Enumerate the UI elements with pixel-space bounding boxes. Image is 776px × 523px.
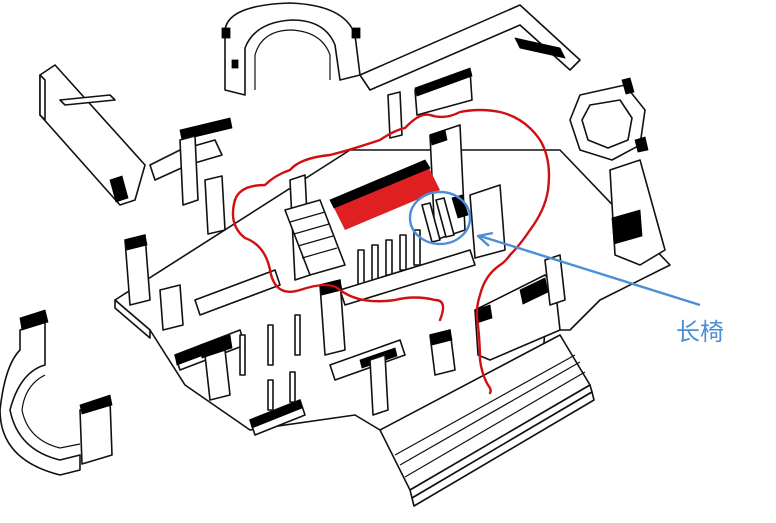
staircase bbox=[284, 199, 346, 276]
callout bbox=[408, 190, 701, 307]
colonnade bbox=[339, 229, 476, 306]
right-lower-walls bbox=[474, 254, 566, 361]
highlighted-wall bbox=[330, 160, 440, 230]
post bbox=[357, 249, 365, 286]
circle-outline-icon bbox=[408, 190, 472, 246]
top-apse bbox=[221, 2, 361, 96]
post bbox=[385, 239, 393, 276]
benches bbox=[421, 194, 469, 243]
left-wing bbox=[39, 64, 146, 206]
arrow-icon bbox=[479, 234, 701, 307]
highlighted-block bbox=[329, 159, 440, 230]
bench-label: 长椅 bbox=[676, 318, 724, 346]
circulation-path bbox=[231, 108, 551, 395]
interior-left-rooms bbox=[124, 117, 233, 331]
right-octagonal-bay bbox=[569, 77, 649, 161]
post bbox=[371, 244, 379, 281]
arrow-head bbox=[476, 231, 494, 247]
upper-right-walls bbox=[359, 4, 581, 139]
entrance-steps bbox=[379, 334, 595, 507]
interior-lower-rooms bbox=[174, 279, 456, 436]
post bbox=[399, 234, 407, 271]
left-apse bbox=[0, 309, 113, 476]
post bbox=[413, 229, 421, 266]
right-wall bbox=[609, 159, 666, 266]
